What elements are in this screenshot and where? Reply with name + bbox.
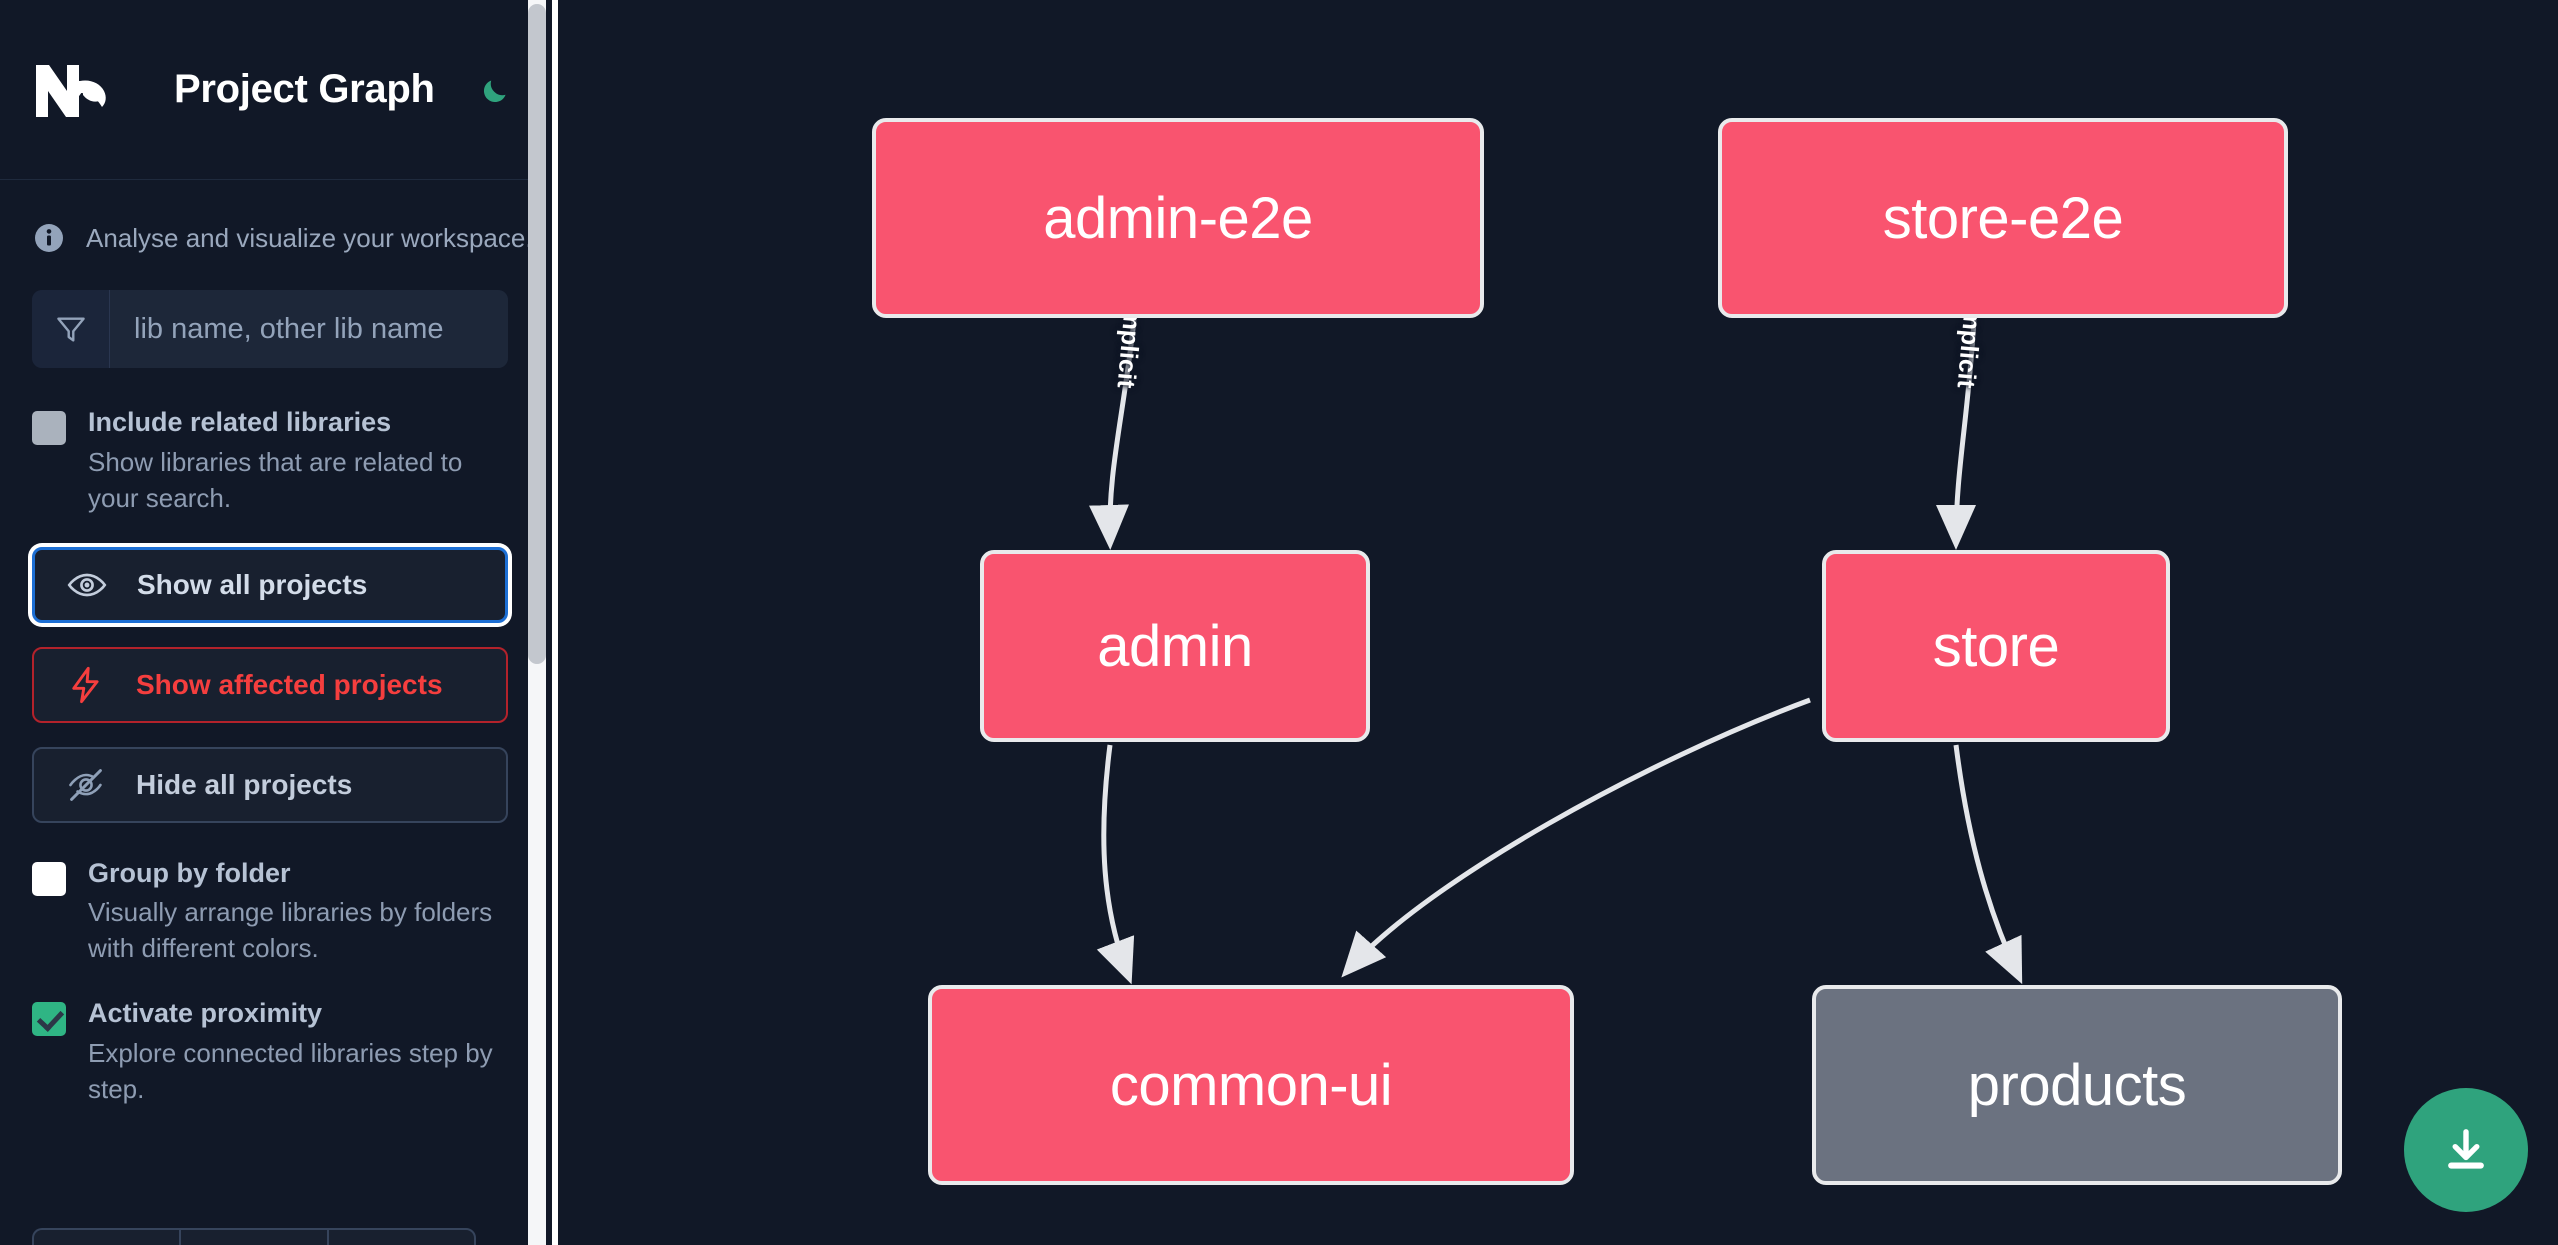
edge-store-products — [1953, 744, 2023, 985]
sidebar-scrollbar-thumb[interactable] — [528, 4, 546, 664]
sidebar-content: Project Graph Analyse and visualize your… — [0, 0, 540, 1245]
group-by-folder-description: Visually arrange libraries by folders wi… — [88, 897, 493, 964]
show-all-projects-button[interactable]: Show all projects — [32, 546, 508, 623]
proximity-step-button-group[interactable] — [32, 1228, 476, 1245]
graph-node-admin-e2e[interactable]: admin-e2e — [872, 118, 1484, 318]
sidebar-controls: Include related libraries Show libraries… — [0, 262, 540, 1108]
show-affected-projects-button[interactable]: Show affected projects — [32, 646, 508, 723]
tagline: Analyse and visualize your workspace. — [0, 180, 540, 262]
graph-node-common-ui[interactable]: common-ui — [928, 985, 1574, 1185]
download-icon — [2439, 1121, 2493, 1180]
group-by-folder-label: Group by folder — [88, 857, 291, 888]
search-input[interactable] — [110, 290, 508, 368]
group-by-folder-checkbox[interactable] — [32, 861, 66, 896]
eye-off-icon — [64, 763, 108, 807]
option-include-related-libraries[interactable]: Include related libraries Show libraries… — [32, 406, 508, 517]
graph-node-store-e2e[interactable]: store-e2e — [1718, 118, 2288, 318]
eye-icon — [65, 563, 109, 607]
tagline-text: Analyse and visualize your workspace. — [86, 222, 533, 253]
graph-node-store[interactable]: store — [1822, 550, 2170, 742]
proximity-increase-button[interactable] — [326, 1228, 476, 1245]
show-affected-projects-label: Show affected projects — [136, 668, 443, 700]
activate-proximity-label: Activate proximity — [88, 998, 323, 1028]
visibility-button-group: Show all projects Show affected projects — [32, 546, 508, 823]
page-title: Project Graph — [174, 67, 435, 111]
include-related-libraries-checkbox[interactable] — [32, 411, 66, 445]
nx-logo-icon — [34, 59, 124, 121]
proximity-decrease-button[interactable] — [32, 1228, 180, 1245]
hide-all-projects-label: Hide all projects — [136, 768, 353, 800]
sidebar-header: Project Graph — [0, 0, 540, 180]
sidebar: Project Graph Analyse and visualize your… — [0, 0, 558, 1245]
include-related-libraries-label: Include related libraries — [88, 407, 392, 437]
activate-proximity-checkbox[interactable] — [32, 1002, 66, 1036]
hide-all-projects-button[interactable]: Hide all projects — [32, 746, 508, 823]
activate-proximity-description: Explore connected libraries step by step… — [88, 1037, 493, 1104]
sidebar-divider — [552, 0, 558, 1245]
download-graph-button[interactable] — [2404, 1088, 2528, 1212]
option-group-by-folder[interactable]: Group by folder Visually arrange librari… — [32, 857, 508, 968]
show-all-projects-label: Show all projects — [137, 568, 368, 600]
graph-canvas[interactable]: implicit implicit admin-e2e store-e2e ad… — [558, 0, 2558, 1245]
moon-icon[interactable] — [479, 67, 513, 113]
proximity-value-display — [179, 1228, 327, 1245]
info-icon — [34, 223, 64, 253]
search-field-wrapper[interactable] — [32, 290, 508, 368]
edge-admin-common-ui — [1096, 744, 1135, 985]
include-related-libraries-description: Show libraries that are related to your … — [88, 446, 463, 513]
filter-funnel-icon — [32, 290, 110, 368]
option-activate-proximity[interactable]: Activate proximity Explore connected lib… — [32, 997, 508, 1108]
edge-store-common-ui — [1341, 697, 1811, 978]
lightning-bolt-icon — [64, 663, 108, 707]
graph-node-products[interactable]: products — [1812, 985, 2342, 1185]
graph-node-admin[interactable]: admin — [980, 550, 1370, 742]
